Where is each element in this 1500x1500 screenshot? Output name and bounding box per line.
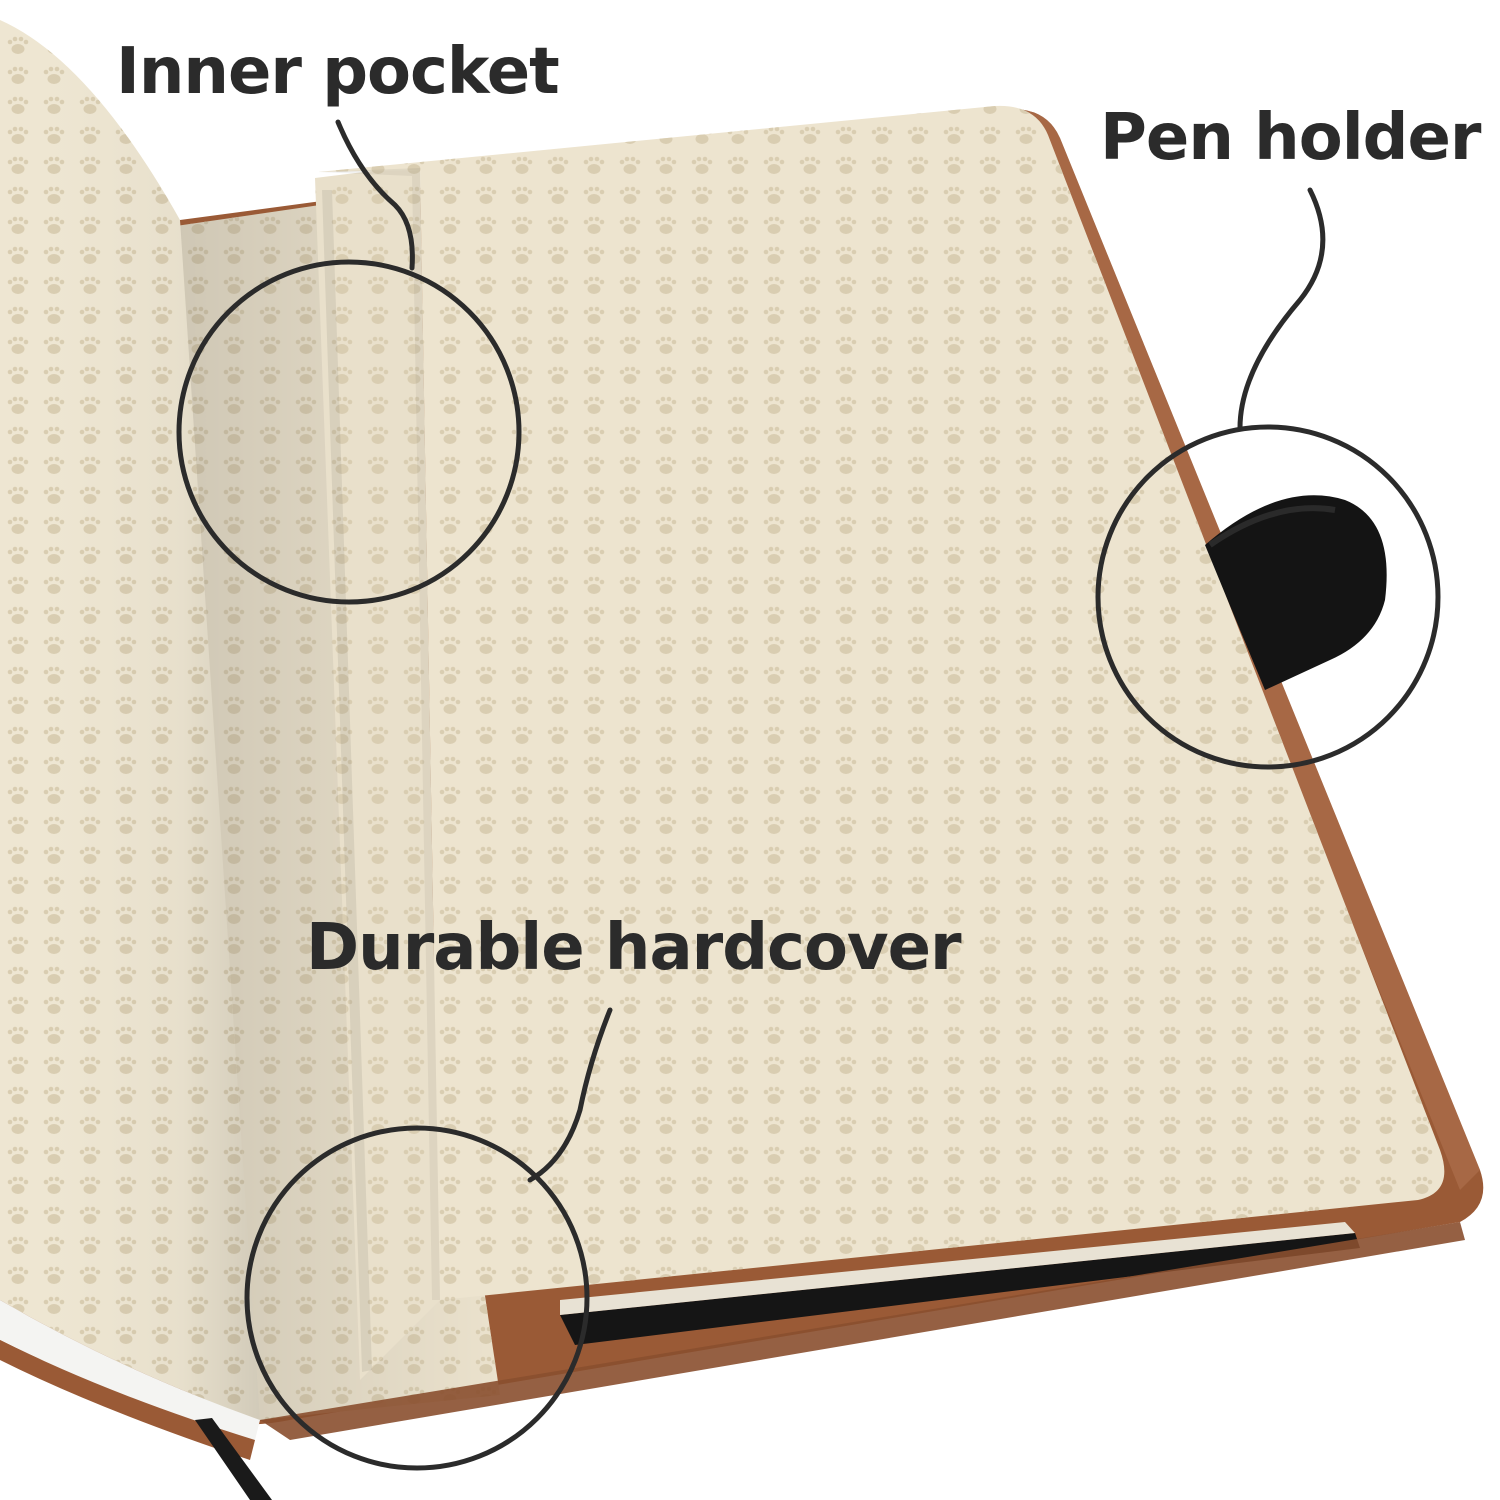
callout-circle-inner-pocket (176, 259, 522, 605)
pen-holder-elastic (1205, 495, 1387, 690)
callout-line-durable-hardcover (527, 1007, 613, 1183)
callout-label-pen-holder: Pen holder (1100, 101, 1481, 175)
callout-line-pen-holder (1237, 187, 1326, 431)
page-stack (0, 1300, 260, 1440)
callout-line-inner-pocket (335, 119, 415, 271)
callout-circle-pen-holder (1095, 424, 1441, 770)
page-block-edge (560, 1233, 1360, 1345)
callout-circle-durable-hardcover (244, 1125, 590, 1471)
callout-label-inner-pocket: Inner pocket (116, 35, 560, 109)
ribbon-bookmark (195, 1418, 272, 1500)
callout-label-durable-hardcover: Durable hardcover (306, 911, 962, 985)
